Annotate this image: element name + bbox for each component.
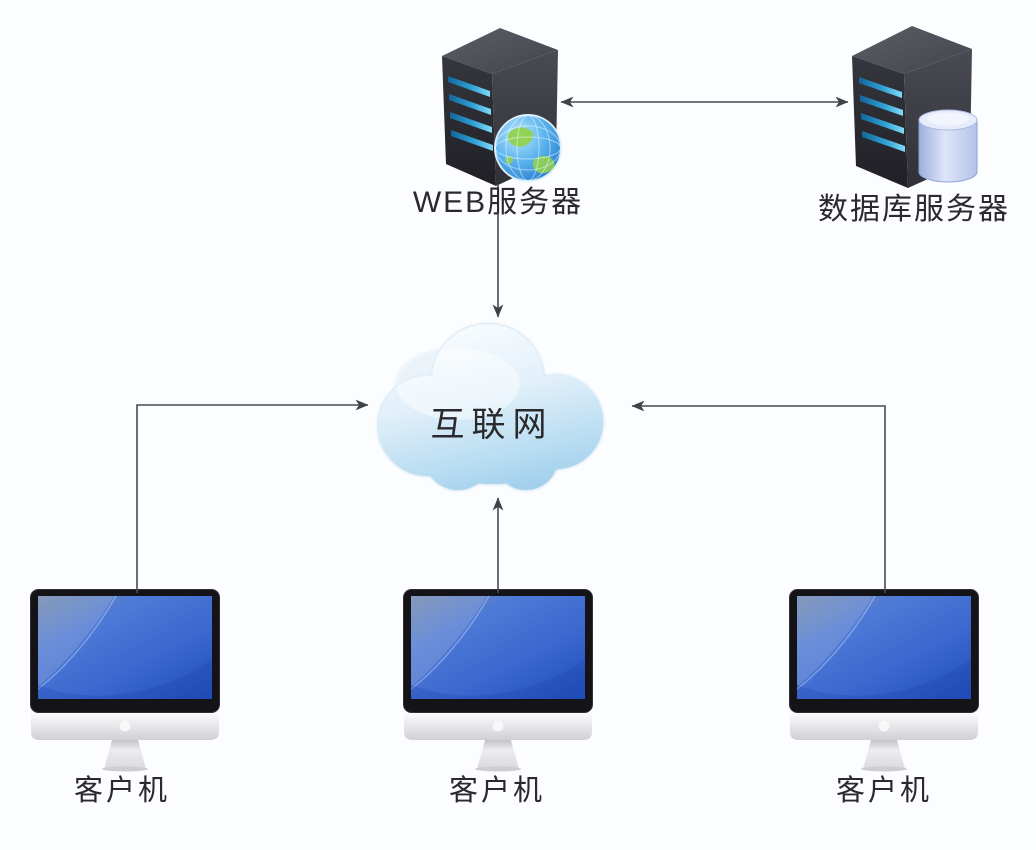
- globe-icon: [494, 114, 562, 182]
- logo-icon: [119, 720, 131, 732]
- server-top-face: [852, 26, 972, 74]
- client-left-label: 客户机: [73, 775, 170, 807]
- internet-cloud-icon: [378, 324, 603, 490]
- edge-client-right-internet: [631, 400, 886, 593]
- edge-client-left-internet: [136, 399, 369, 593]
- monitor-stand: [863, 740, 905, 769]
- database-cylinder-icon: [918, 109, 978, 183]
- client-computer-icon: [30, 589, 220, 772]
- web-server-label: WEB服务器: [412, 186, 584, 219]
- client-right-label: 客户机: [835, 775, 932, 807]
- monitor-stand: [104, 740, 146, 769]
- client-center-label: 客户机: [448, 775, 545, 807]
- logo-icon: [878, 720, 890, 732]
- monitor-stand: [477, 740, 519, 769]
- db-server-icon: [852, 26, 978, 188]
- server-drive-slots: [448, 76, 493, 151]
- internet-cloud-label: 互联网: [430, 406, 554, 444]
- server-drive-slots: [859, 77, 905, 152]
- db-server-label: 数据库服务器: [818, 193, 1010, 226]
- monitor-screen: [411, 596, 585, 699]
- monitor-screen: [38, 596, 212, 699]
- client-computer-icon: [789, 589, 979, 772]
- server-top-face: [442, 28, 558, 74]
- web-server-icon: [442, 28, 562, 186]
- monitor-screen: [797, 596, 971, 699]
- client-computer-icon: [403, 589, 593, 772]
- logo-icon: [492, 720, 504, 732]
